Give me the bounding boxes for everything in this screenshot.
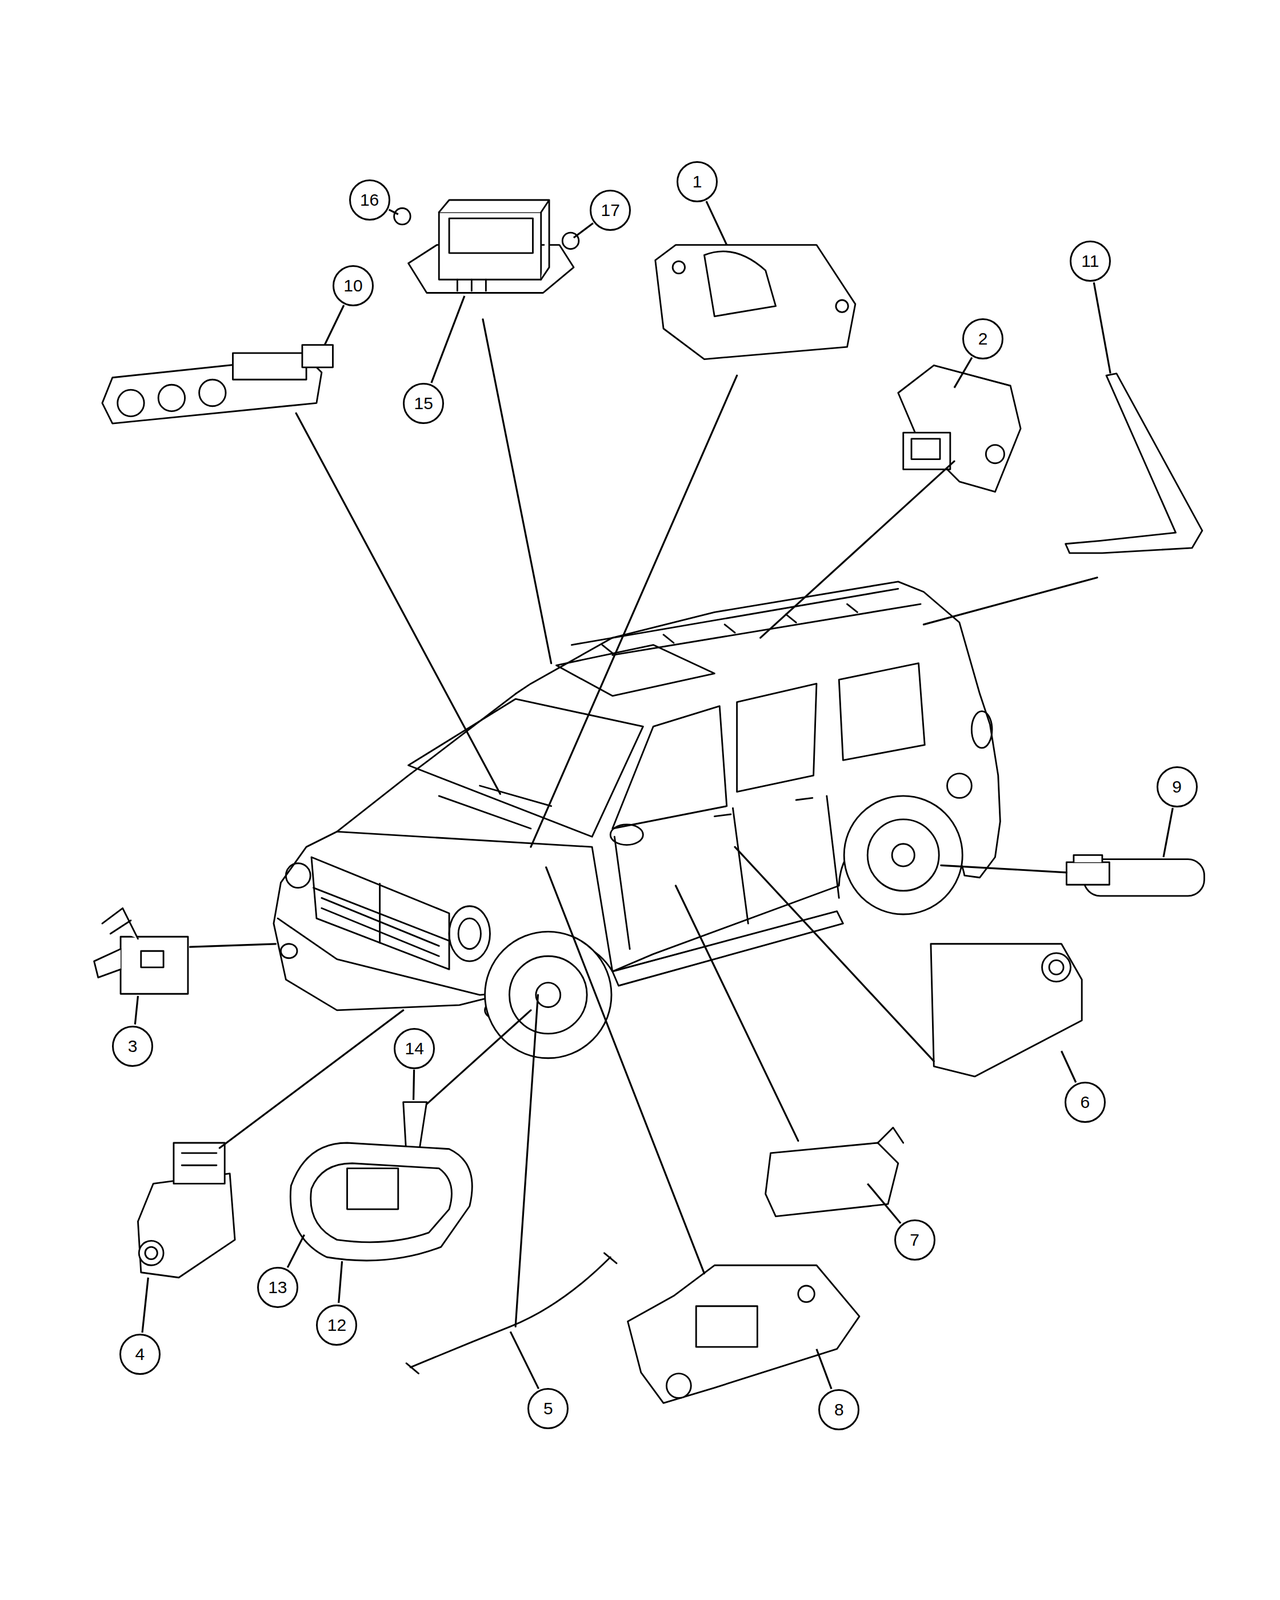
callout-circle: 17 bbox=[589, 189, 631, 231]
callout-circle: 4 bbox=[119, 1333, 161, 1375]
leader-lines bbox=[190, 319, 1098, 1327]
callout-circle: 5 bbox=[527, 1388, 569, 1430]
callout-circle: 2 bbox=[962, 318, 1004, 360]
leader-line bbox=[706, 201, 727, 245]
sensor-parts bbox=[94, 200, 1205, 1403]
leader-line bbox=[287, 1234, 304, 1268]
callout-number: 1 bbox=[692, 173, 703, 191]
callout-number: 17 bbox=[601, 201, 620, 219]
callout-number: 5 bbox=[543, 1400, 554, 1418]
leader-line bbox=[431, 296, 465, 383]
leader-line bbox=[954, 357, 972, 388]
callout-number: 10 bbox=[343, 277, 363, 295]
callout-number: 13 bbox=[268, 1278, 287, 1296]
callout-circle: 13 bbox=[257, 1266, 299, 1308]
leader-line bbox=[1061, 1050, 1076, 1083]
leader-line bbox=[338, 1261, 343, 1303]
callout-number: 7 bbox=[909, 1231, 920, 1249]
callout-number: 16 bbox=[360, 191, 379, 209]
callout-circle: 12 bbox=[316, 1304, 358, 1346]
callout-circle: 8 bbox=[818, 1389, 860, 1431]
callout-number: 11 bbox=[1081, 252, 1099, 270]
callout-circle: 15 bbox=[402, 382, 444, 424]
callout-number: 14 bbox=[405, 1040, 424, 1058]
callout-circle: 7 bbox=[894, 1219, 936, 1261]
callout-number: 3 bbox=[128, 1037, 138, 1055]
callout-circle: 6 bbox=[1064, 1081, 1106, 1123]
callout-circle: 16 bbox=[349, 179, 391, 221]
leader-line bbox=[389, 209, 399, 215]
callout-circle: 10 bbox=[332, 265, 374, 307]
leader-line bbox=[573, 223, 594, 239]
callout-circle: 3 bbox=[112, 1025, 154, 1067]
callout-number: 2 bbox=[978, 330, 988, 348]
vehicle bbox=[273, 581, 1000, 1059]
leader-line bbox=[1093, 282, 1111, 374]
callout-circle: 9 bbox=[1156, 766, 1198, 808]
callout-number: 15 bbox=[414, 394, 434, 412]
callout-circle: 1 bbox=[676, 161, 718, 203]
leader-line bbox=[134, 996, 138, 1025]
leader-line bbox=[816, 1349, 832, 1390]
callout-circle: 11 bbox=[1069, 240, 1111, 282]
leader-line bbox=[510, 1331, 539, 1389]
callout-circle: 14 bbox=[393, 1028, 435, 1070]
leader-line bbox=[867, 1183, 901, 1223]
callout-number: 9 bbox=[1172, 778, 1182, 796]
leader-line bbox=[324, 305, 344, 346]
callout-number: 4 bbox=[134, 1345, 145, 1363]
leader-line bbox=[413, 1069, 415, 1100]
leader-line bbox=[142, 1277, 148, 1333]
callout-number: 6 bbox=[1080, 1093, 1090, 1111]
leader-line bbox=[1163, 808, 1173, 858]
callout-number: 12 bbox=[327, 1316, 347, 1334]
callout-number: 8 bbox=[834, 1401, 844, 1419]
